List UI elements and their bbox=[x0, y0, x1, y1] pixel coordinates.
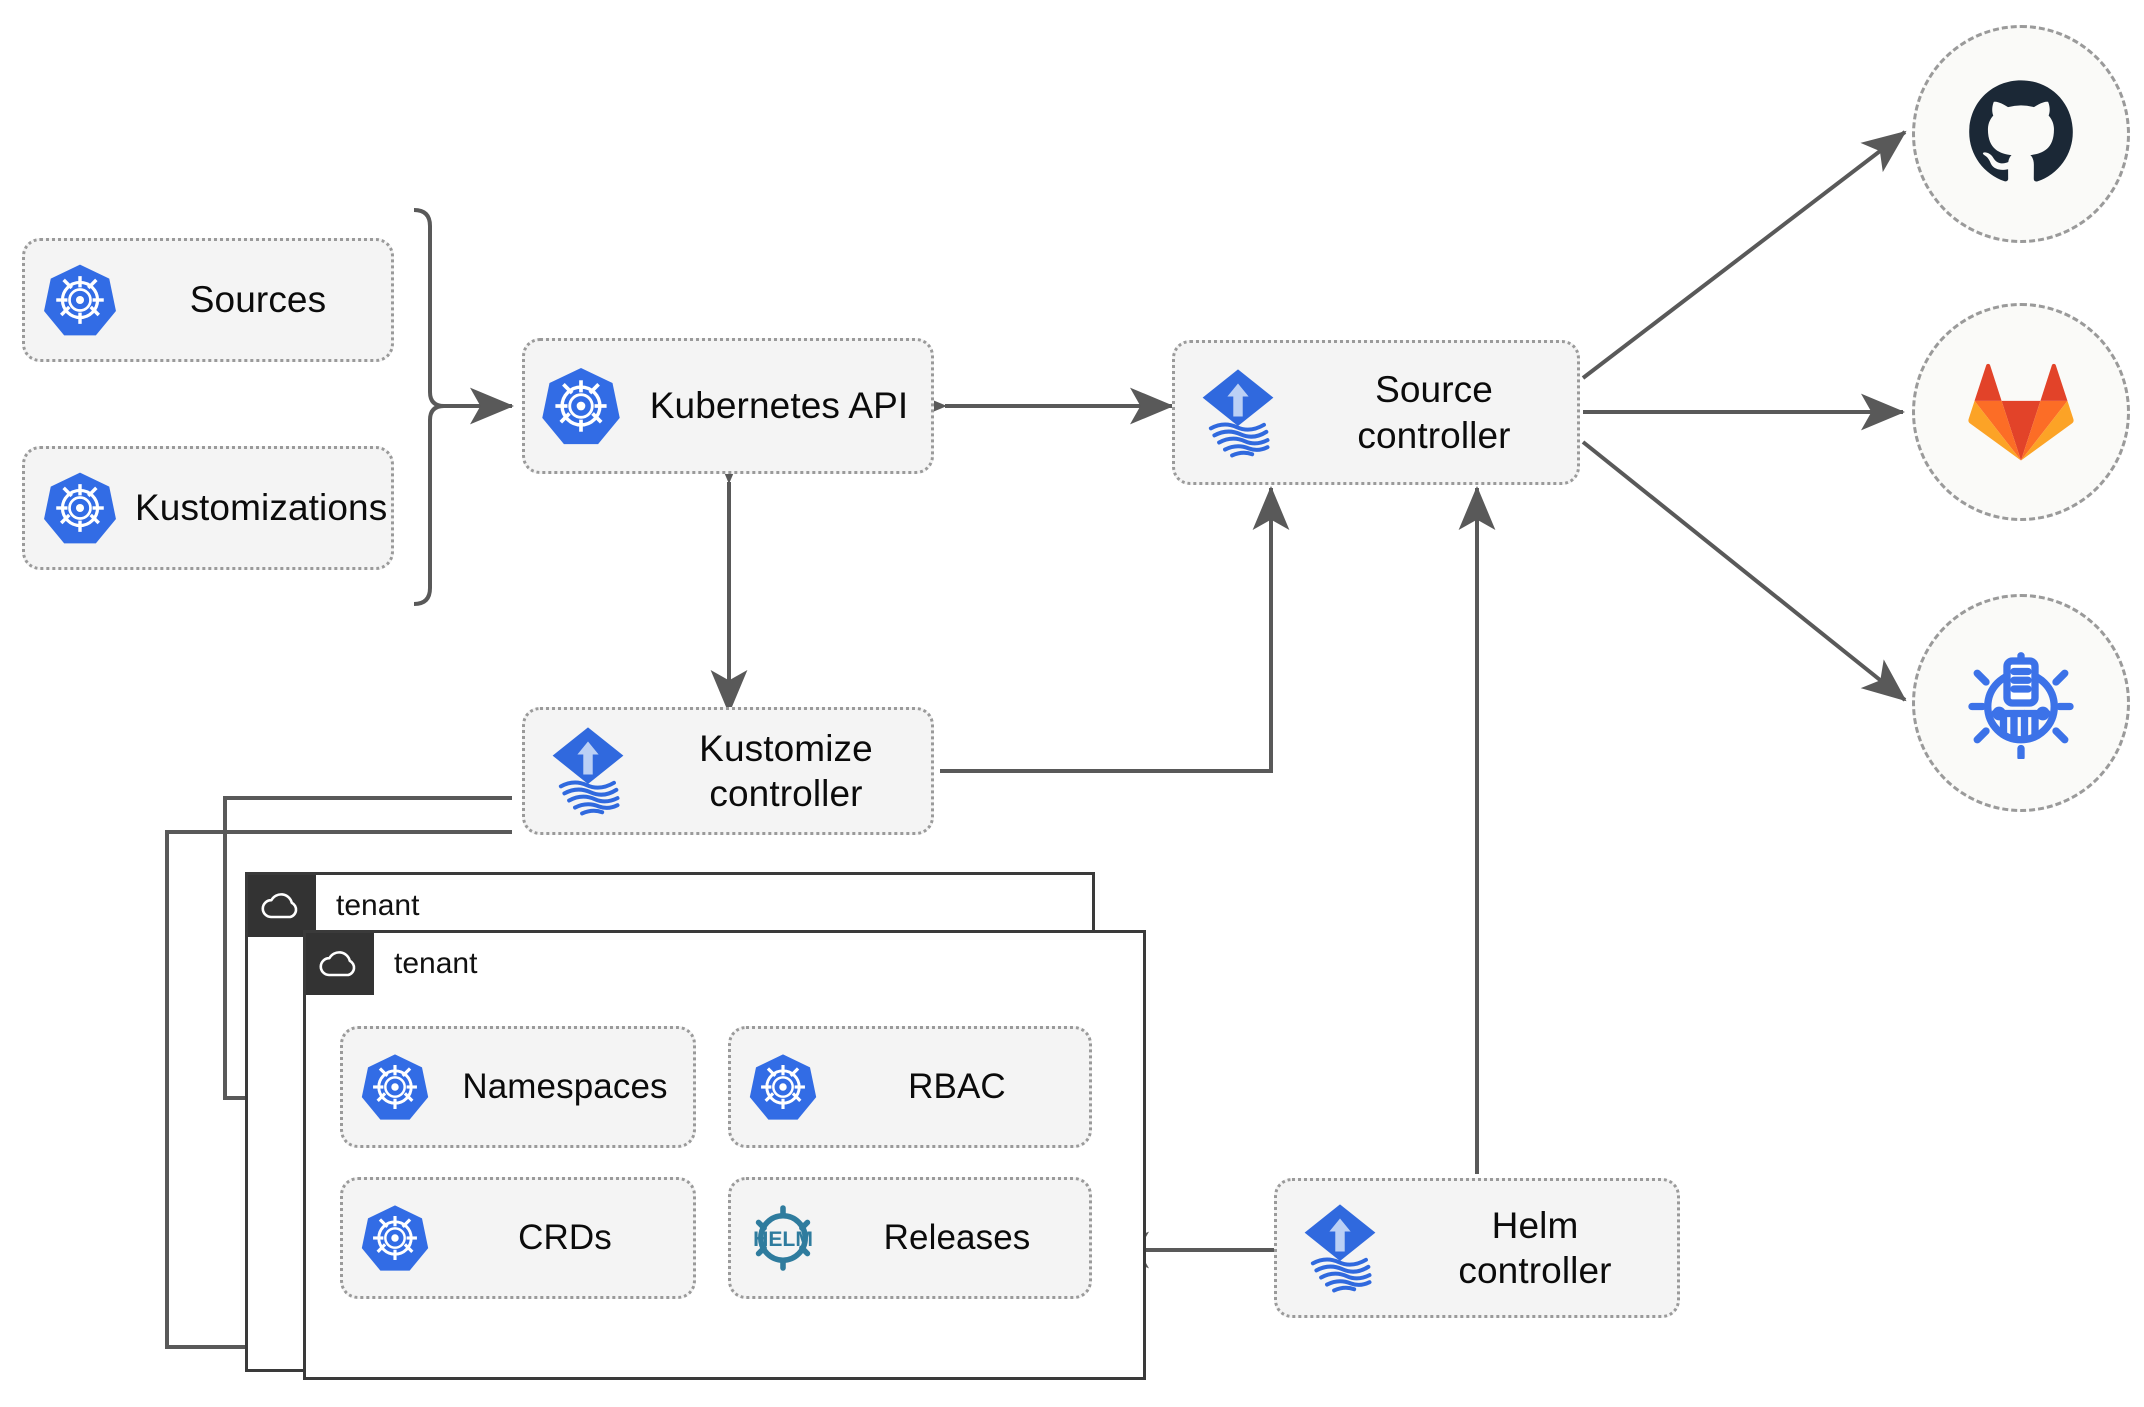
node-kubernetes-api-label: Kubernetes API bbox=[649, 385, 909, 427]
node-releases-label: Releases bbox=[883, 1217, 1031, 1257]
node-rbac-label: RBAC bbox=[908, 1066, 1006, 1106]
node-sources-label: Sources bbox=[189, 279, 327, 321]
kubernetes-icon bbox=[343, 1202, 447, 1274]
node-crds-label: CRDs bbox=[518, 1217, 612, 1257]
node-kustomizations-label: Kustomizations bbox=[135, 487, 388, 529]
node-namespaces[interactable]: Namespaces bbox=[340, 1026, 696, 1148]
node-source-controller[interactable]: Source controller bbox=[1172, 340, 1580, 485]
cloud-icon bbox=[306, 933, 374, 995]
node-source-controller-label: Source controller bbox=[1357, 369, 1511, 456]
gitlab-icon bbox=[1968, 363, 2074, 461]
edge-source-github bbox=[1581, 130, 1907, 380]
github-icon bbox=[1969, 80, 2073, 182]
kubernetes-icon bbox=[25, 469, 135, 547]
cloud-icon bbox=[248, 875, 316, 937]
kubernetes-icon bbox=[525, 364, 637, 448]
group-bracket bbox=[413, 208, 445, 606]
endpoint-helm-repository[interactable] bbox=[1912, 594, 2130, 812]
endpoint-gitlab[interactable] bbox=[1912, 303, 2130, 521]
helm-wordmark: HELM bbox=[753, 1228, 813, 1251]
kubernetes-icon bbox=[25, 261, 135, 339]
node-rbac[interactable]: RBAC bbox=[728, 1026, 1092, 1148]
endpoint-github[interactable] bbox=[1912, 25, 2130, 243]
tenant-back-label: tenant bbox=[336, 889, 420, 922]
flux-icon bbox=[525, 725, 651, 817]
flux-icon bbox=[1175, 367, 1301, 459]
kubernetes-icon bbox=[343, 1051, 447, 1123]
node-kustomize-controller[interactable]: Kustomize controller bbox=[522, 707, 934, 835]
helm-icon: HELM bbox=[731, 1198, 835, 1278]
edge-kustomize-source bbox=[940, 486, 1290, 773]
node-sources[interactable]: Sources bbox=[22, 238, 394, 362]
node-kustomizations[interactable]: Kustomizations bbox=[22, 446, 394, 570]
node-helm-controller[interactable]: Helm controller bbox=[1274, 1178, 1680, 1318]
helm-repo-icon bbox=[1968, 652, 2074, 759]
node-namespaces-label: Namespaces bbox=[462, 1066, 668, 1106]
node-kubernetes-api[interactable]: Kubernetes API bbox=[522, 338, 934, 474]
node-releases[interactable]: HELM Releases bbox=[728, 1177, 1092, 1299]
node-kustomize-controller-label: Kustomize controller bbox=[699, 727, 873, 814]
flux-icon bbox=[1277, 1202, 1403, 1294]
edge-source-helmrepo bbox=[1581, 440, 1907, 702]
node-crds[interactable]: CRDs bbox=[340, 1177, 696, 1299]
kubernetes-icon bbox=[731, 1051, 835, 1123]
tenant-panel-front[interactable]: tenant bbox=[303, 930, 1146, 1380]
node-helm-controller-label: Helm controller bbox=[1458, 1204, 1612, 1291]
tenant-front-label: tenant bbox=[394, 947, 478, 980]
